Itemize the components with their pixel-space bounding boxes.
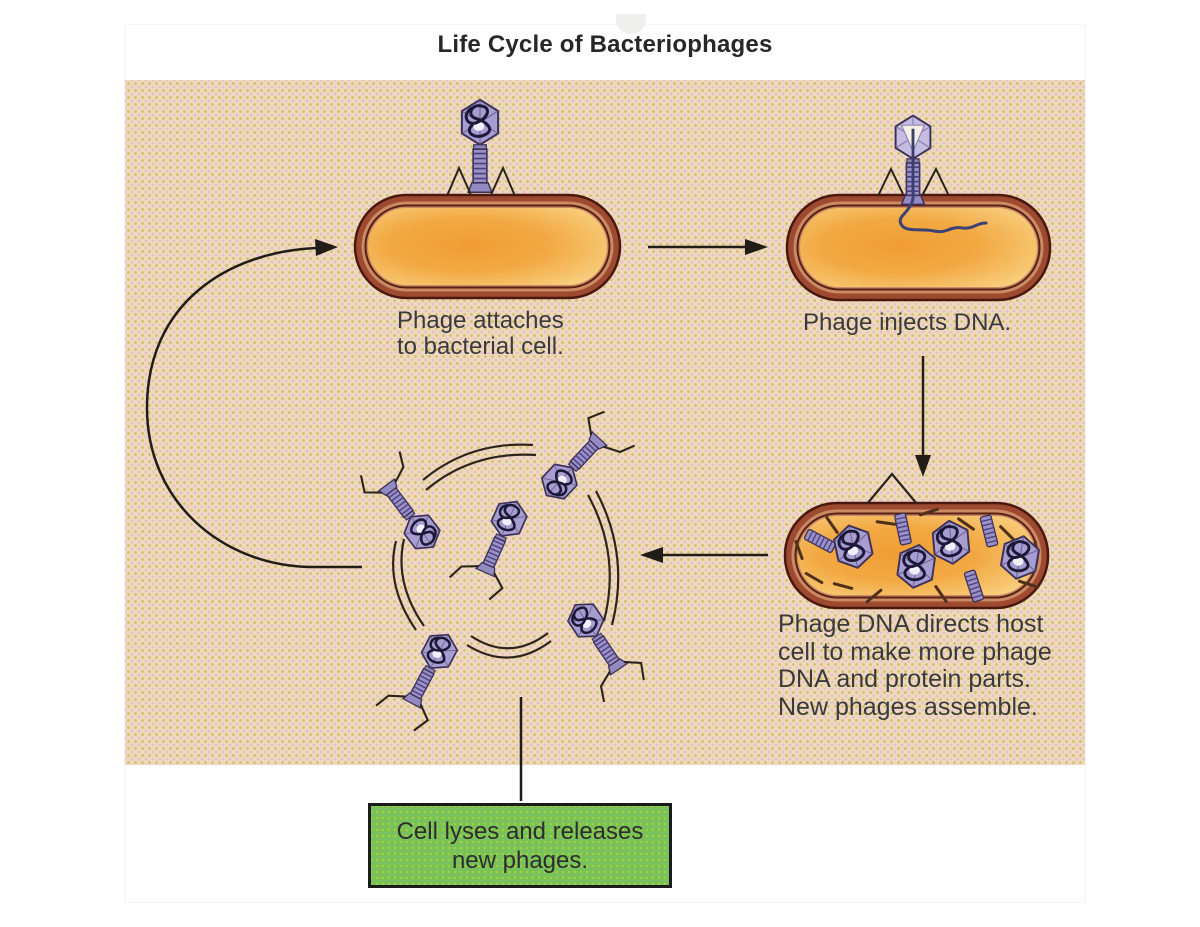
phage-icon [550, 592, 650, 705]
label-phage-attaches: Phage attaches to bacterial cell. [397, 307, 564, 360]
bacterial-cell-attach [353, 193, 622, 300]
empty-capsid-icon [866, 472, 918, 505]
card-top-notch [616, 14, 646, 34]
injected-dna-strand [898, 188, 988, 234]
arrow-return-cycle [145, 246, 362, 569]
label-phage-dna-directs: Phage DNA directs host cell to make more… [778, 610, 1052, 721]
phage-icon [374, 620, 468, 734]
phage-icon [530, 407, 637, 517]
arrowheads [315, 239, 931, 563]
bacterial-cell-inject [785, 193, 1052, 302]
phage-injecting-icon [877, 114, 988, 234]
phage-attached-icon [446, 100, 516, 197]
figure-title: Life Cycle of Bacteriophages [437, 31, 773, 58]
phage-icon [448, 489, 537, 602]
burst-arcs [392, 443, 620, 659]
flow-arrows [145, 245, 925, 801]
lysis-callout-label: Cell lyses and releases new phages. [396, 817, 644, 874]
label-phage-injects-dna: Phage injects DNA. [803, 309, 1012, 336]
lysis-callout: Cell lyses and releases new phages. [368, 803, 672, 888]
phage-parts [794, 507, 1043, 604]
released-phages [355, 407, 650, 734]
